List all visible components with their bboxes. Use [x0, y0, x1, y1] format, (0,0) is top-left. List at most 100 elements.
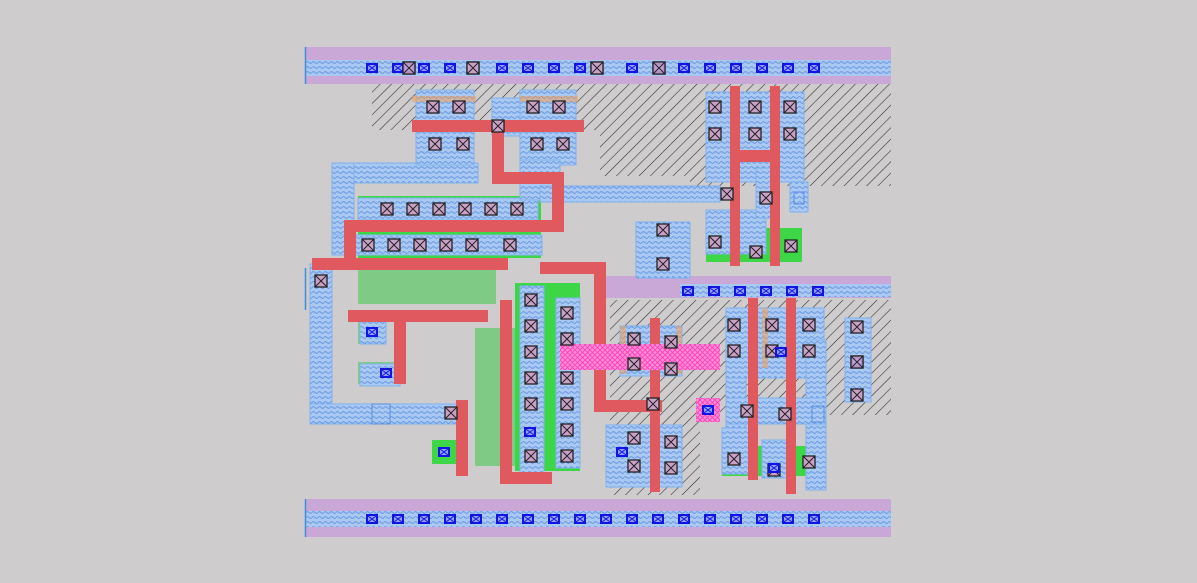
via: [677, 513, 691, 525]
contact: [458, 202, 472, 216]
via: [677, 62, 691, 74]
contact: [720, 187, 734, 201]
contact: [491, 119, 505, 133]
via: [417, 513, 431, 525]
contact: [784, 239, 798, 253]
contact: [560, 332, 574, 346]
via: [365, 62, 379, 74]
via: [733, 285, 747, 297]
contact: [406, 202, 420, 216]
contact-on-via: [850, 355, 864, 369]
via: [774, 346, 788, 358]
contact: [749, 245, 763, 259]
contact: [778, 407, 792, 421]
contact: [727, 344, 741, 358]
contact-on-via: [402, 61, 416, 75]
contact: [708, 100, 722, 114]
contact: [802, 344, 816, 358]
contact: [526, 100, 540, 114]
contact: [765, 318, 779, 332]
contact: [664, 435, 678, 449]
contact: [627, 332, 641, 346]
contact: [560, 397, 574, 411]
contact: [656, 223, 670, 237]
contact: [783, 127, 797, 141]
contact: [727, 452, 741, 466]
via: [615, 446, 629, 458]
via: [807, 62, 821, 74]
contact: [452, 100, 466, 114]
contact: [556, 137, 570, 151]
via: [781, 513, 795, 525]
contact: [802, 455, 816, 469]
via: [729, 62, 743, 74]
via: [521, 513, 535, 525]
via: [703, 513, 717, 525]
contact: [387, 238, 401, 252]
via: [417, 62, 431, 74]
via: [365, 513, 379, 525]
contact-on-via: [652, 61, 666, 75]
contact: [524, 449, 538, 463]
contact: [524, 397, 538, 411]
contact: [380, 202, 394, 216]
via: [625, 513, 639, 525]
via: [547, 513, 561, 525]
contact: [656, 257, 670, 271]
via: [811, 285, 825, 297]
contact: [524, 293, 538, 307]
via: [443, 62, 457, 74]
via: [701, 404, 715, 416]
contact: [361, 238, 375, 252]
contact: [465, 238, 479, 252]
contact: [664, 362, 678, 376]
via: [755, 62, 769, 74]
via: [379, 367, 393, 379]
contact: [560, 306, 574, 320]
via: [365, 326, 379, 338]
contact: [708, 127, 722, 141]
via: [781, 62, 795, 74]
via: [573, 513, 587, 525]
contact: [850, 388, 864, 402]
contact: [850, 320, 864, 334]
via: [807, 513, 821, 525]
contact: [727, 318, 741, 332]
contact: [560, 371, 574, 385]
via: [681, 285, 695, 297]
contact: [664, 335, 678, 349]
contact: [708, 235, 722, 249]
via: [391, 513, 405, 525]
contact: [530, 137, 544, 151]
contact: [627, 431, 641, 445]
via: [437, 446, 451, 458]
outlines: [371, 191, 825, 425]
via: [495, 513, 509, 525]
via: [729, 513, 743, 525]
via: [755, 513, 769, 525]
contact: [748, 100, 762, 114]
via: [703, 62, 717, 74]
via: [547, 62, 561, 74]
contact: [646, 397, 660, 411]
contact: [503, 238, 517, 252]
via: [707, 285, 721, 297]
via: [469, 513, 483, 525]
contact: [759, 191, 773, 205]
contact: [627, 357, 641, 371]
contact: [524, 319, 538, 333]
contact: [627, 459, 641, 473]
contact-on-via: [590, 61, 604, 75]
contact: [560, 449, 574, 463]
contact: [444, 406, 458, 420]
contact: [413, 238, 427, 252]
contact: [428, 137, 442, 151]
via: [573, 62, 587, 74]
contact: [314, 274, 328, 288]
contact: [484, 202, 498, 216]
via: [767, 462, 781, 474]
via: [391, 62, 405, 74]
via: [785, 285, 799, 297]
contact: [432, 202, 446, 216]
